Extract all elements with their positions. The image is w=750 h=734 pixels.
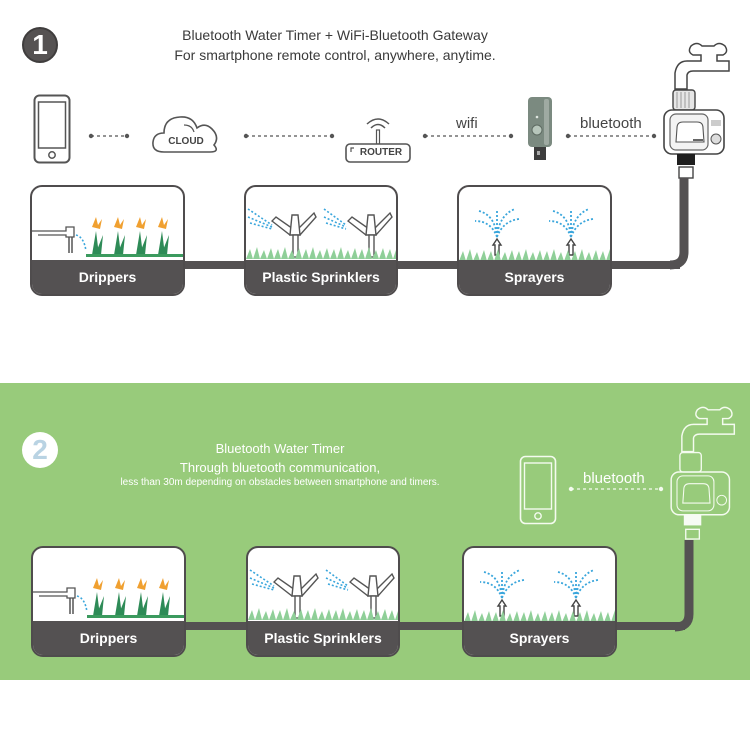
cloud-label: CLOUD xyxy=(168,136,204,147)
section2-title: Bluetooth Water Timer xyxy=(215,441,345,456)
scene-base xyxy=(32,260,183,294)
section1-title: Bluetooth Water Timer + WiFi-Bluetooth G… xyxy=(182,27,488,43)
scene-drippers: Drippers xyxy=(30,185,185,296)
scene-label: Plastic Sprinklers xyxy=(264,630,382,646)
scene-label: Drippers xyxy=(78,269,137,285)
water-pipe-bend xyxy=(674,540,694,632)
scene-label: Drippers xyxy=(79,630,138,646)
step-1-badge: 1 xyxy=(22,27,58,63)
scene-base xyxy=(246,260,396,294)
faucet-water-timer-icon xyxy=(663,42,730,179)
dotted-link xyxy=(88,133,130,139)
bluetooth-label: bluetooth xyxy=(580,115,642,132)
scene-base xyxy=(33,621,184,655)
scene-plastic-sprinklers: Plastic Sprinklers xyxy=(244,185,398,296)
dripper-plants-illustration xyxy=(33,578,184,618)
wifi-label: wifi xyxy=(456,115,478,132)
sprinkler-illustration xyxy=(246,208,396,259)
router-label: ROUTER xyxy=(359,147,403,158)
section2-line3: less than 30m depending on obstacles bet… xyxy=(120,477,440,488)
router-icon xyxy=(345,118,411,163)
scene-base xyxy=(464,621,615,655)
sprinkler-illustration xyxy=(248,569,398,620)
scene-base xyxy=(459,260,610,294)
dotted-link xyxy=(568,486,664,492)
scene-label: Plastic Sprinklers xyxy=(262,269,380,285)
section2-line2: Through bluetooth communication, xyxy=(179,460,381,475)
scene-drippers: Drippers xyxy=(31,546,186,657)
smartphone-icon xyxy=(519,455,557,525)
bluetooth-label: bluetooth xyxy=(583,470,645,487)
sprayer-illustration xyxy=(459,208,610,261)
dotted-link xyxy=(243,133,335,139)
step-2-badge: 2 xyxy=(22,432,58,468)
scene-sprayers: Sprayers xyxy=(462,546,617,657)
scene-label: Sprayers xyxy=(509,630,570,646)
water-pipe xyxy=(180,261,680,269)
scene-label: Sprayers xyxy=(504,269,565,285)
cloud-icon xyxy=(152,116,218,153)
water-pipe xyxy=(185,622,685,630)
scene-base xyxy=(248,621,398,655)
faucet-water-timer-icon xyxy=(670,406,736,540)
scene-sprayers: Sprayers xyxy=(457,185,612,296)
section1-subtitle: For smartphone remote control, anywhere,… xyxy=(174,47,496,63)
dripper-plants-illustration xyxy=(32,217,183,257)
smartphone-icon xyxy=(33,94,71,164)
sprayer-illustration xyxy=(464,569,615,622)
scene-plastic-sprinklers: Plastic Sprinklers xyxy=(246,546,400,657)
dotted-link xyxy=(422,133,514,139)
water-pipe-bend xyxy=(669,178,689,270)
dotted-link xyxy=(565,133,657,139)
wifi-bluetooth-gateway-icon xyxy=(528,97,552,160)
